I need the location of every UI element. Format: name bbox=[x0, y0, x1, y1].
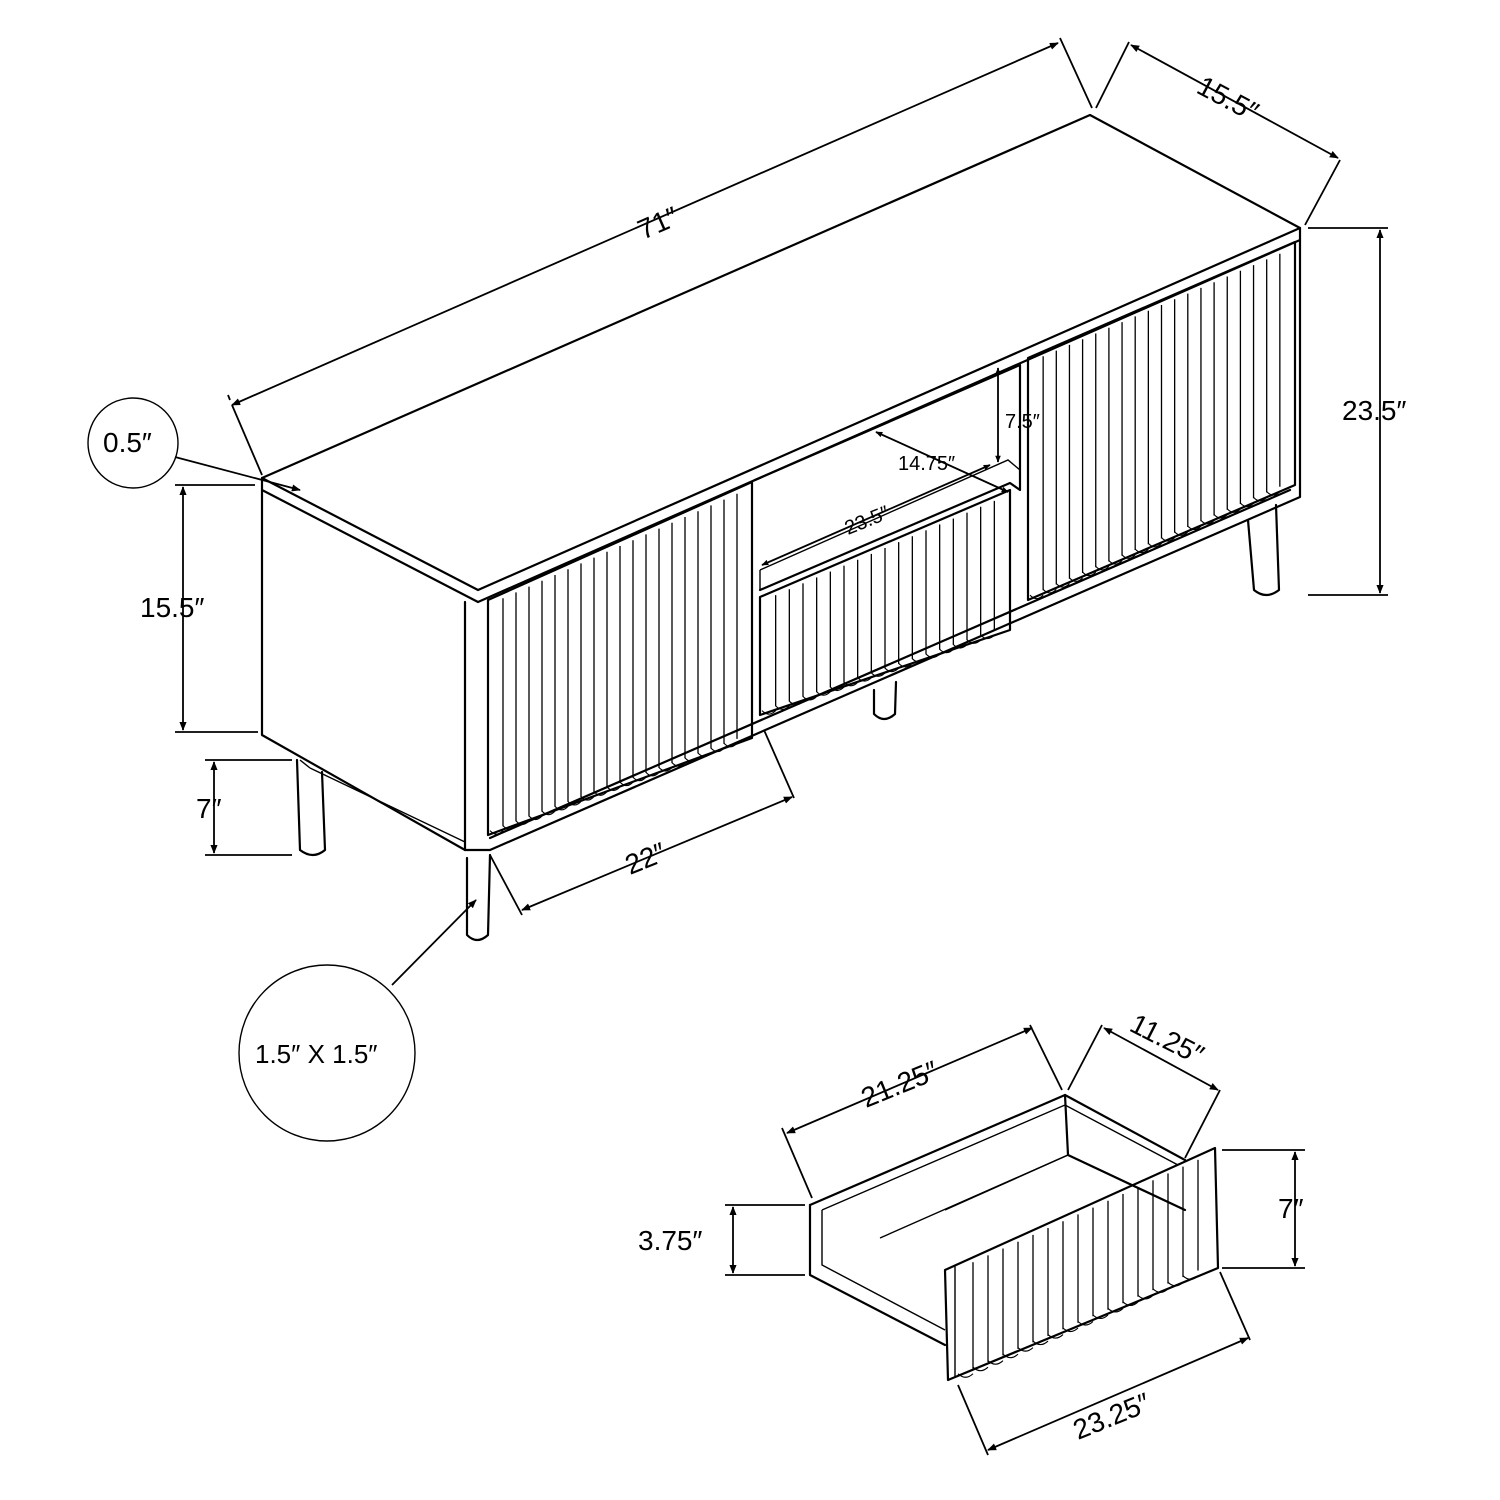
drawer-detail-flutes bbox=[957, 1159, 1199, 1378]
leg-front-left bbox=[465, 853, 492, 942]
dimension-lines bbox=[174, 37, 1388, 986]
label-leg-height: 7″ bbox=[196, 793, 222, 824]
drawer-front-flutes bbox=[761, 500, 995, 715]
label-shelf-width: 23.5″ bbox=[842, 502, 893, 540]
leg-back-middle bbox=[872, 680, 898, 721]
right-door-flutes bbox=[1029, 253, 1281, 600]
label-drawer-inner-width: 21.25″ bbox=[857, 1055, 943, 1114]
label-top-thickness: 0.5″ bbox=[103, 427, 152, 458]
right-door bbox=[1026, 240, 1297, 602]
label-cabinet-height: 15.5″ bbox=[140, 592, 204, 623]
label-overall-width: 71″ bbox=[633, 201, 683, 246]
leg-front-right bbox=[1246, 503, 1281, 597]
label-drawer-front-height: 7″ bbox=[1278, 1193, 1304, 1224]
label-overall-height: 23.5″ bbox=[1342, 395, 1406, 426]
drawer-drawing bbox=[808, 1093, 1220, 1382]
tv-stand-drawing bbox=[260, 113, 1302, 942]
left-door bbox=[486, 480, 754, 837]
label-shelf-height: 7.5″ bbox=[1005, 411, 1040, 433]
label-overall-depth: 15.5″ bbox=[1192, 70, 1264, 128]
left-side-panel bbox=[260, 488, 467, 852]
label-drawer-front-width: 23.25″ bbox=[1069, 1387, 1155, 1446]
label-door-width: 22″ bbox=[621, 836, 671, 880]
callout-circle-leg-size bbox=[238, 964, 416, 1142]
top-panel bbox=[260, 113, 1302, 592]
label-drawer-inner-height: 3.75″ bbox=[638, 1225, 702, 1256]
label-shelf-depth: 14.75″ bbox=[898, 453, 955, 475]
drawer-detail-front bbox=[943, 1146, 1220, 1382]
leg-back-left bbox=[295, 758, 327, 857]
drawer-dimension-lines bbox=[725, 1024, 1305, 1456]
label-leg-size: 1.5″ X 1.5″ bbox=[255, 1039, 377, 1069]
callout-circle-top-thickness bbox=[87, 397, 179, 489]
